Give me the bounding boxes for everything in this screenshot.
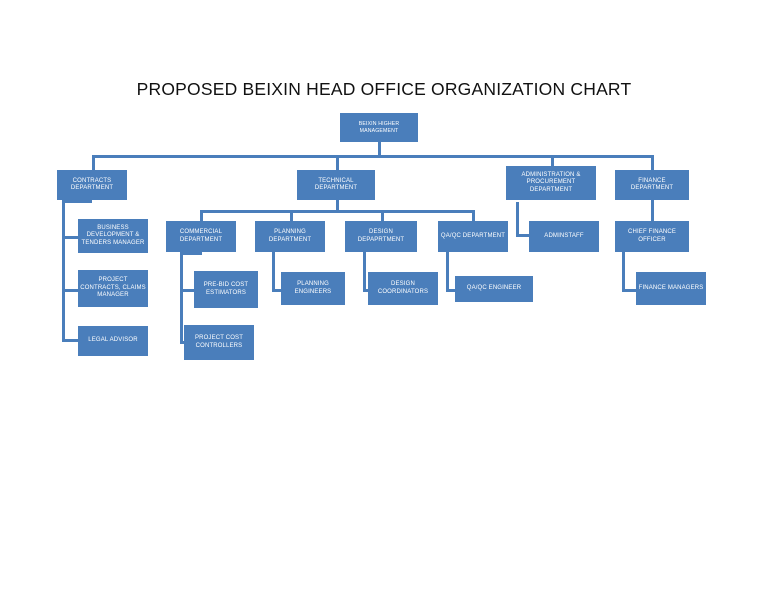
connector-elbow-planning-vert — [272, 252, 275, 292]
node-label: FINANCE DEPARTMENT — [630, 177, 674, 192]
node-label: LEGAL ADVISOR — [88, 337, 138, 344]
node-technical-department[interactable]: TECHNICAL DEPARTMENT — [297, 170, 375, 200]
node-project-contracts-claims-manager[interactable]: PROJECT CONTRACTS, CLAIMS MANAGER — [78, 270, 148, 307]
connector-elbow-qaqc-horz — [446, 289, 460, 292]
node-contracts-department[interactable]: CONTRACTS DEPARTMENT — [57, 170, 127, 200]
node-label: PLANNING DEPARTMENT — [268, 229, 312, 243]
node-label: BUSINESS DEVELOPMENT & TENDERS MANAGER — [81, 224, 145, 246]
node-label: COMMERCIAL DEPARTMENT — [179, 229, 223, 243]
node-business-development-tenders-manager[interactable]: BUSINESS DEVELOPMENT & TENDERS MANAGER — [78, 219, 148, 253]
connector-finance-cfo-stem — [651, 200, 654, 221]
node-label: DESIGN COORDINATORS — [377, 281, 429, 295]
connector-stub-project-contracts — [62, 289, 78, 292]
connector-root-stem — [378, 142, 381, 156]
connector-stub-business-development — [62, 236, 78, 239]
node-design-department[interactable]: DESIGN DEPAPRTMENT — [345, 221, 417, 252]
connector-elbow-qaqc-vert — [446, 252, 449, 292]
node-label: DESIGN DEPAPRTMENT — [357, 229, 405, 243]
connector-drop-technical — [336, 155, 339, 170]
node-design-coordinators[interactable]: DESIGN COORDINATORS — [368, 272, 438, 305]
connector-drop-administration — [551, 155, 554, 170]
node-finance-department[interactable]: FINANCE DEPARTMENT — [615, 170, 689, 200]
connector-drop-design — [381, 210, 384, 221]
node-beixin-higher-management[interactable]: BEIXIN HIGHER MANAGEMENT — [340, 113, 418, 142]
connector-stub-legal-advisor — [62, 339, 78, 342]
node-label: PRE-BID COST ESTIMATORS — [203, 282, 249, 296]
node-label: ADMINISTRATION & PROCUREMENT DEPARTMENT — [521, 171, 581, 193]
node-qaqc-department[interactable]: QA/QC DEPARTMENT — [438, 221, 508, 252]
node-finance-managers[interactable]: FINANCE MANAGERS — [636, 272, 706, 305]
connector-drop-finance — [651, 155, 654, 170]
node-label: FINANCE MANAGERS — [638, 284, 704, 291]
connector-contracts-spine-top — [62, 200, 92, 203]
connector-elbow-planning-horz — [272, 289, 286, 292]
page-title: PROPOSED BEIXIN HEAD OFFICE ORGANIZATION… — [136, 79, 632, 99]
connector-technical-stem — [336, 200, 339, 210]
node-qaqc-engineer[interactable]: QA/QC ENGINEER — [455, 276, 533, 302]
connector-level2-bus — [92, 155, 654, 158]
connector-elbow-adminstaff-horz — [516, 234, 530, 237]
node-project-cost-controllers[interactable]: PROJECT COST CONTROLLERS — [184, 325, 254, 360]
node-label: BEIXIN HIGHER MANAGEMENT — [358, 121, 400, 134]
connector-drop-contracts — [92, 155, 95, 170]
node-label: ADMINSTAFF — [544, 232, 584, 239]
connector-elbow-finance-managers-horz — [622, 289, 636, 292]
connector-elbow-finance-managers-vert — [622, 252, 625, 292]
node-legal-advisor[interactable]: LEGAL ADVISOR — [78, 326, 148, 356]
node-label: TECHNICAL DEPARTMENT — [314, 177, 358, 192]
node-label: CONTRACTS DEPARTMENT — [70, 177, 114, 192]
node-label: PROJECT COST CONTROLLERS — [194, 335, 244, 349]
node-label: CHIEF FINANCE OFFICER — [628, 229, 676, 243]
node-planning-department[interactable]: PLANNING DEPARTMENT — [255, 221, 325, 252]
node-label: PROJECT CONTRACTS, CLAIMS MANAGER — [80, 277, 146, 299]
connector-stub-pre-bid-cost-estimators — [180, 289, 194, 292]
connector-drop-commercial — [200, 210, 203, 221]
connector-spine-contracts — [62, 200, 65, 342]
connector-technical-bus — [200, 210, 475, 213]
node-admin-staff[interactable]: ADMINSTAFF — [529, 221, 599, 252]
connector-elbow-adminstaff-vert — [516, 202, 519, 237]
node-label: QA/QC DEPARTMENT — [440, 232, 506, 239]
node-label: QA/QC ENGINEER — [466, 285, 522, 292]
node-label: PLANNING ENGINEERS — [294, 281, 332, 295]
node-commercial-department[interactable]: COMMERCIAL DEPARTMENT — [166, 221, 236, 252]
node-chief-finance-officer[interactable]: CHIEF FINANCE OFFICER — [615, 221, 689, 252]
node-administration-procurement-department[interactable]: ADMINISTRATION & PROCUREMENT DEPARTMENT — [506, 166, 596, 200]
connector-drop-planning — [290, 210, 293, 221]
node-planning-engineers[interactable]: PLANNING ENGINEERS — [281, 272, 345, 305]
connector-elbow-design-vert — [363, 252, 366, 292]
node-pre-bid-cost-estimators[interactable]: PRE-BID COST ESTIMATORS — [194, 271, 258, 308]
connector-commercial-spine-top — [180, 252, 202, 255]
connector-drop-qaqc — [472, 210, 475, 221]
connector-spine-commercial — [180, 252, 183, 344]
